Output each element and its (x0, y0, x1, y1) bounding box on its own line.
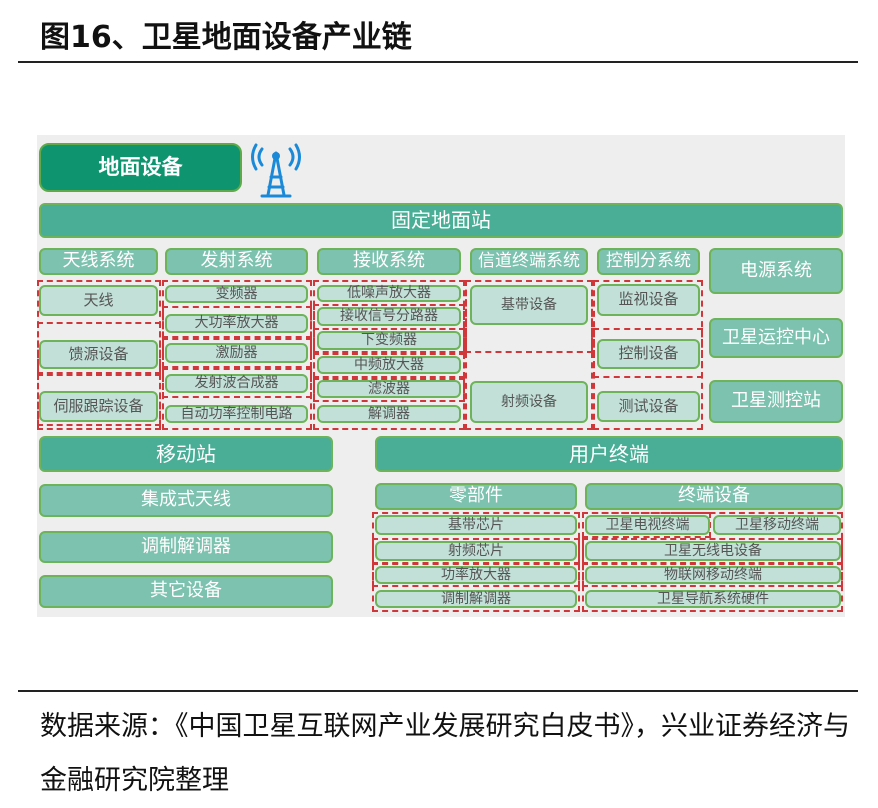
transmit-item: 大功率放大器 (165, 314, 308, 333)
component-item: 基带芯片 (375, 515, 577, 535)
source-note: 数据来源：《中国卫星互联网产业发展研究白皮书》，兴业证券经济与金融研究院整理 (40, 711, 850, 796)
control-item: 监视设备 (597, 284, 700, 316)
control-subsystem-header: 控制分系统 (597, 248, 700, 275)
mobile-item: 集成式天线 (39, 484, 333, 517)
terminal-item: 卫星导航系统硬件 (585, 590, 841, 608)
antenna-tower-icon (251, 143, 301, 198)
component-item: 功率放大器 (375, 566, 577, 584)
dashed-group-outline (582, 563, 843, 587)
receive-item: 滤波器 (317, 380, 461, 398)
mobile-item: 调制解调器 (39, 531, 333, 563)
dashed-group-outline (162, 368, 312, 398)
user-terminal-bar: 用户终端 (375, 436, 843, 472)
terminal-devices-header: 终端设备 (585, 483, 843, 510)
transmit-item: 自动功率控制电路 (165, 405, 308, 423)
channel-item: 基带设备 (470, 285, 588, 325)
control-item: 控制设备 (597, 339, 700, 369)
antenna-item: 天线 (39, 285, 158, 316)
dashed-group-outline (37, 322, 161, 374)
channel-item: 射频设备 (470, 381, 588, 423)
figure-title: 图16、卫星地面设备产业链 (40, 20, 412, 55)
control-item: 测试设备 (597, 391, 700, 422)
dashed-group-outline (313, 353, 465, 378)
channel-terminal-header: 信道终端系统 (470, 248, 588, 275)
receive-item: 下变频器 (317, 331, 461, 350)
dashed-group-outline (313, 328, 465, 353)
receive-item: 中频放大器 (317, 356, 461, 374)
antenna-system-header: 天线系统 (39, 248, 158, 275)
dashed-group-outline (465, 280, 593, 353)
receive-item: 接收信号分路器 (317, 307, 461, 326)
transmit-item: 发射波合成器 (165, 374, 308, 393)
mobile-station-bar: 移动站 (39, 436, 333, 472)
dashed-group-outline (37, 374, 161, 426)
terminal-item: 卫星电视终端 (585, 515, 710, 535)
dashed-group-outline (582, 512, 711, 538)
ops-center: 卫星运控中心 (709, 318, 843, 358)
terminal-item: 卫星无线电设备 (585, 541, 841, 561)
components-header: 零部件 (375, 483, 577, 510)
receive-item: 解调器 (317, 405, 461, 423)
top-divider (18, 61, 858, 63)
terminal-item: 物联网移动终端 (585, 566, 841, 584)
transmit-item: 激励器 (165, 343, 308, 363)
dashed-group-outline (593, 328, 703, 378)
ground-equipment-label: 地面设备 (39, 143, 242, 192)
power-system: 电源系统 (709, 248, 843, 294)
ground-equipment-chain-diagram: 地面设备固定地面站天线系统发射系统接收系统信道终端系统控制分系统电源系统卫星运控… (37, 135, 845, 617)
antenna-item: 馈源设备 (39, 340, 158, 369)
transmit-system-header: 发射系统 (165, 248, 308, 275)
component-item: 射频芯片 (375, 541, 577, 561)
receive-item: 低噪声放大器 (317, 285, 461, 302)
dashed-group-outline (162, 306, 312, 338)
antenna-item: 伺服跟踪设备 (39, 391, 158, 422)
terminal-item: 卫星移动终端 (713, 515, 841, 535)
bottom-divider (18, 690, 858, 692)
fixed-station-bar: 固定地面站 (39, 203, 843, 238)
tt-station: 卫星测控站 (709, 380, 843, 423)
dashed-group-outline (313, 378, 465, 402)
mobile-item: 其它设备 (39, 575, 333, 608)
dashed-group-outline (162, 338, 312, 368)
transmit-item: 变频器 (165, 285, 308, 303)
component-item: 调制解调器 (375, 590, 577, 608)
dashed-group-outline (372, 563, 580, 587)
receive-system-header: 接收系统 (317, 248, 461, 275)
